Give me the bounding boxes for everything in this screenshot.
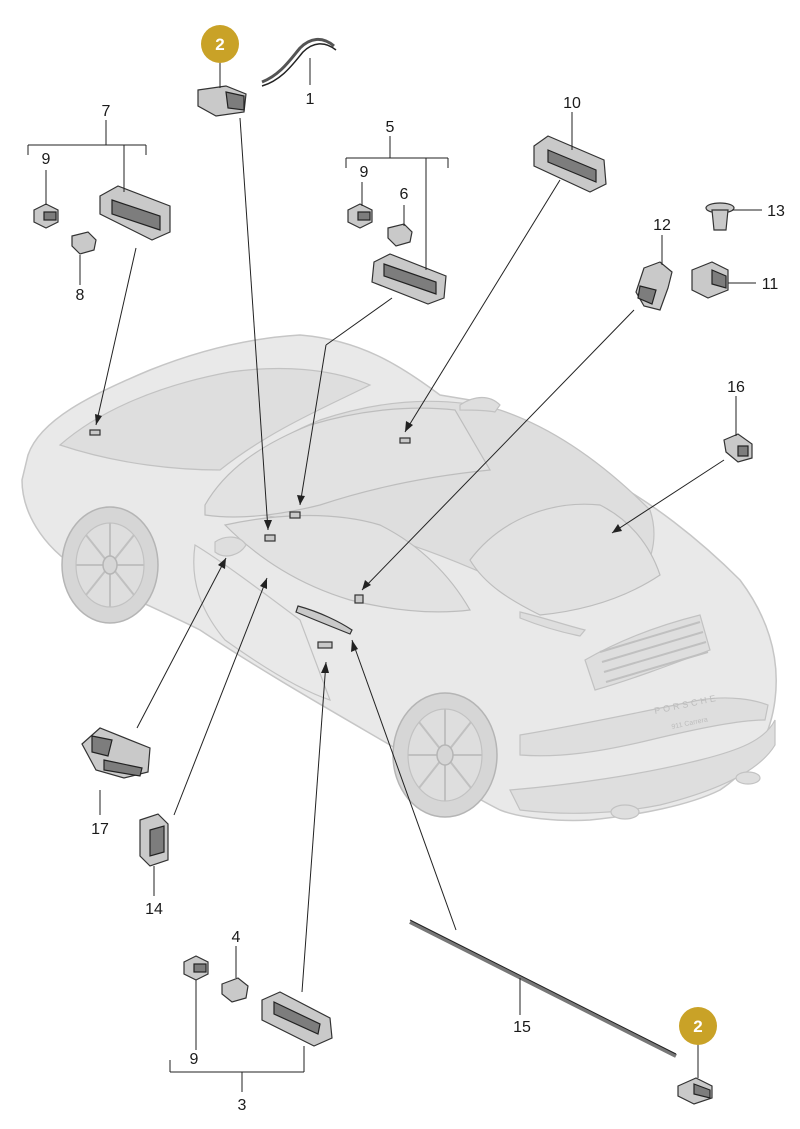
part-15-rod (409, 919, 677, 1058)
label-3: 3 (238, 1097, 247, 1114)
door-handle (295, 605, 353, 635)
part-7-light-housing (99, 185, 171, 241)
car-hood (58, 367, 372, 471)
part-2-sensor-top (197, 85, 247, 117)
car-illustration: PORSCHE 911 Carrera (21, 334, 777, 822)
label-16: 16 (727, 379, 745, 396)
label-4: 4 (232, 929, 241, 946)
label-15: 15 (513, 1019, 531, 1036)
badge-circle (679, 1007, 717, 1045)
badge-number: 2 (215, 35, 224, 54)
badge-2-top: 2 (201, 25, 239, 63)
exhaust-left (610, 804, 640, 820)
mount-point-cabin (289, 511, 301, 519)
label-6: 6 (400, 186, 409, 203)
part-1-cable (261, 38, 337, 87)
part-17-mirror-light (81, 727, 151, 779)
part-9-socket-bottom (183, 955, 209, 981)
part-11-socket (691, 261, 729, 299)
label-14: 14 (145, 901, 163, 918)
car-windshield (204, 407, 491, 518)
label-1: 1 (306, 91, 315, 108)
tail-light-bar (519, 697, 769, 757)
callout-lines (27, 62, 762, 1092)
part-16-connector (723, 433, 753, 463)
part-3-handle-light (261, 991, 333, 1047)
mount-point-handle-light (317, 641, 333, 649)
side-mirror (214, 536, 247, 557)
part-14-switch (139, 813, 169, 867)
part-8-bulb (71, 231, 97, 255)
mount-point-seat (354, 594, 364, 604)
part-12-bracket (635, 261, 673, 311)
roof-fin (459, 396, 501, 413)
mount-point-pillar (264, 534, 276, 542)
rear-bumper (509, 719, 776, 814)
part-6-bulb (387, 223, 413, 247)
mount-point-front (89, 429, 101, 436)
door-outline (193, 544, 332, 701)
part-9-socket-mid (347, 203, 373, 229)
part-2-sensor-bottom (677, 1077, 713, 1105)
part-5-light-housing (371, 253, 447, 305)
badge-2-bottom: 2 (679, 1007, 717, 1045)
label-12: 12 (653, 217, 671, 234)
part-4-bulb (221, 977, 249, 1003)
label-10: 10 (563, 95, 581, 112)
label-9-bottom: 9 (190, 1051, 199, 1068)
label-13: 13 (767, 203, 785, 220)
label-9-left: 9 (42, 151, 51, 168)
label-9-mid: 9 (360, 164, 369, 181)
label-8: 8 (76, 287, 85, 304)
part-13-clip (705, 202, 735, 231)
rear-spoiler (519, 611, 587, 637)
label-5: 5 (386, 119, 395, 136)
part-9-socket-left (33, 203, 59, 229)
label-17: 17 (91, 821, 109, 838)
part-number-labels: 1 7 9 8 5 9 6 10 13 12 11 16 17 14 4 15 … (42, 91, 785, 1114)
front-wheel (61, 506, 159, 624)
leader-lines (95, 117, 725, 993)
part-10-module (533, 135, 607, 193)
label-11: 11 (762, 276, 779, 293)
label-7: 7 (102, 103, 111, 120)
badge-circle (201, 25, 239, 63)
engine-grille (584, 614, 711, 691)
mount-point-roof (399, 437, 411, 444)
car-rear-window (469, 503, 661, 616)
rear-wheel (392, 692, 498, 818)
badge-number: 2 (693, 1017, 702, 1036)
exhaust-right (735, 771, 761, 785)
car-side-window (223, 514, 471, 613)
